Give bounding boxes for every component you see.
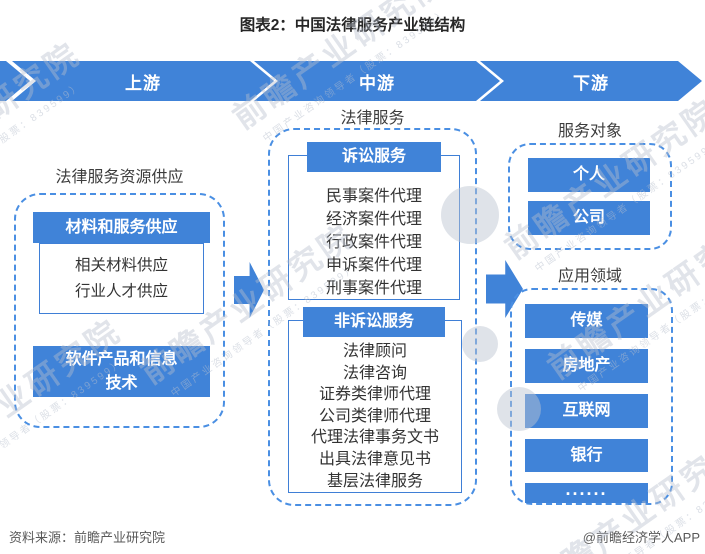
litigation-item: 刑事案件代理: [325, 280, 422, 297]
banner-segment-downstream: 下游: [480, 61, 702, 101]
upstream-section-heading: 法律服务资源供应: [55, 169, 184, 186]
non-litigation-item: 代理法律事务文书: [310, 429, 439, 447]
materials-services-supply-label: 材料和服务供应: [65, 218, 178, 236]
target-individual-label: 个人: [572, 166, 605, 183]
field-internet-label: 互联网: [562, 402, 611, 419]
non-litigation-item: 法律顾问: [342, 343, 407, 360]
data-source-note: 资料来源：前瞻产业研究院: [9, 530, 166, 545]
banner-segment-downstream-label: 下游: [573, 73, 609, 93]
supply-item: 相关材料供应: [74, 256, 168, 274]
software-info-tech-label-line2: 技术: [105, 374, 138, 392]
non-litigation-item: 法律咨询: [342, 364, 407, 382]
midstream-group-box: [268, 128, 477, 506]
service-targets-heading: 服务对象: [557, 123, 622, 140]
field-media-label: 传媒: [570, 312, 603, 329]
target-company-box: 公司: [528, 201, 650, 235]
banner-segment-upstream-label: 上游: [125, 73, 161, 93]
non-litigation-services-header: 非诉讼服务: [303, 307, 445, 337]
materials-services-supply-box: 材料和服务供应: [33, 212, 210, 243]
field-real-estate-box: 房地产: [525, 349, 648, 383]
software-info-tech-box: 软件产品和信息 技术: [33, 346, 210, 397]
software-info-tech-label-line1: 软件产品和信息: [65, 350, 178, 368]
field-media-box: 传媒: [525, 304, 648, 338]
midstream-section-heading: 法律服务: [340, 110, 405, 127]
field-more-box: ......: [525, 479, 648, 503]
supply-items-box: 相关材料供应 行业人才供应: [39, 243, 204, 314]
non-litigation-item: 公司类律师代理: [318, 407, 431, 425]
field-more-ellipsis: ......: [565, 479, 608, 499]
litigation-item: 经济案件代理: [325, 211, 422, 228]
field-real-estate-label: 房地产: [562, 357, 611, 374]
field-bank-label: 银行: [570, 446, 603, 464]
litigation-item: 行政案件代理: [325, 234, 422, 251]
service-targets-group-box: [508, 143, 672, 250]
banner-segment-midstream: 中游: [254, 61, 500, 101]
app-credit-note: @前瞻经济学人APP: [582, 530, 700, 545]
non-litigation-services-header-label: 非诉讼服务: [333, 313, 414, 330]
litigation-item: 申诉案件代理: [325, 257, 422, 274]
application-fields-heading: 应用领域: [557, 268, 622, 285]
non-litigation-services-box: 法律顾问 法律咨询 证券类律师代理 公司类律师代理 代理法律事务文书 出具法律意…: [288, 320, 462, 493]
target-individual-box: 个人: [528, 158, 650, 192]
upstream-group-box: [14, 193, 225, 428]
litigation-services-header-label: 诉讼服务: [341, 148, 406, 165]
litigation-item: 民事案件代理: [325, 188, 422, 205]
target-company-label: 公司: [572, 209, 605, 226]
banner-segment-midstream-label: 中游: [359, 73, 395, 93]
right-arrow-icon: [234, 262, 264, 318]
litigation-services-box: 民事案件代理 经济案件代理 行政案件代理 申诉案件代理 刑事案件代理: [288, 155, 460, 300]
field-internet-box: 互联网: [525, 394, 648, 428]
page-title: 图表2：中国法律服务产业链结构: [239, 17, 466, 34]
non-litigation-item: 证券类律师代理: [318, 386, 431, 404]
application-fields-group-box: [510, 288, 673, 505]
non-litigation-item: 出具法律意见书: [318, 450, 431, 468]
non-litigation-item: 基层法律服务: [326, 472, 423, 490]
field-bank-box: 银行: [525, 439, 648, 472]
supply-item: 行业人才供应: [74, 282, 168, 300]
litigation-services-header: 诉讼服务: [307, 142, 441, 172]
banner-segment-upstream: 上游: [12, 61, 274, 101]
